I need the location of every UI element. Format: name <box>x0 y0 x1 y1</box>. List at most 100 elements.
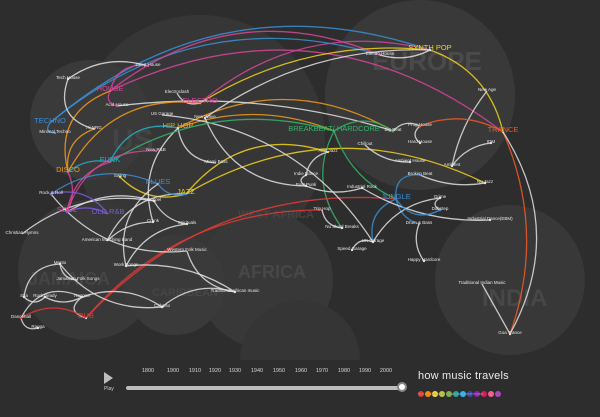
subgenre-goatrance[interactable]: Goa Trance <box>498 330 522 335</box>
genre-jazz[interactable]: JAZZ <box>177 187 195 196</box>
genre-electro[interactable]: ELECTRO <box>182 96 218 105</box>
subgenre-usgarage[interactable]: US Garage <box>151 111 174 116</box>
subgenre-brokenbeat[interactable]: Broken Beat <box>408 171 434 176</box>
timeline-year: 1950 <box>272 368 286 374</box>
edge-arrowhead <box>418 124 422 128</box>
timeline-slider[interactable] <box>126 382 407 392</box>
edge-postpunk-to-newwave <box>204 117 307 187</box>
color-dot <box>432 391 438 397</box>
subgenre-electroclash[interactable]: Electroclash <box>165 89 190 94</box>
edge-jungle-to-brokenbeat <box>395 174 421 200</box>
subgenre-marching[interactable]: American Marching Band <box>82 237 133 242</box>
edge-electrohouse-to-synthpop <box>379 49 431 59</box>
edge-arrowhead <box>198 101 202 105</box>
subgenre-acidjazz[interactable]: Acid Jazz <box>318 148 338 153</box>
subgenre-techhouse[interactable]: Tech House <box>56 75 80 80</box>
genre-funk[interactable]: FUNK <box>100 155 120 164</box>
subgenre-newwave[interactable]: New Wave <box>194 114 216 119</box>
subgenre-crunk[interactable]: Crunk <box>147 218 160 223</box>
play-button[interactable] <box>104 372 113 384</box>
edge-arrowhead <box>488 218 492 222</box>
subgenre-spirituals[interactable]: Spirituals <box>178 220 197 225</box>
subgenre-speedgarage[interactable]: Speed Garage <box>337 246 367 251</box>
subgenre-triphop[interactable]: Trip Hop <box>313 206 331 211</box>
subgenre-westernfolk[interactable]: Western Folk Music <box>167 247 207 252</box>
timeline-handle[interactable] <box>397 382 407 392</box>
edge-tradindian-to-goatrance <box>481 283 511 335</box>
subgenre-industrialdance[interactable]: Industrial Dance(EBM) <box>467 216 513 221</box>
edge-dub-to-jungle <box>85 196 397 319</box>
subgenre-drumbass[interactable]: Drum & Bass <box>406 220 433 225</box>
subgenre-deephouse[interactable]: Deep House <box>135 62 161 67</box>
subgenre-electrohouse[interactable]: Electro House <box>366 51 395 56</box>
edge-hinrg-to-techhouse <box>63 78 95 130</box>
edge-industrialrock-to-industrialdance <box>361 187 491 221</box>
edge-breakbeat-to-bigbeat <box>333 120 394 132</box>
subgenre-ska[interactable]: Ska <box>20 293 28 298</box>
subgenre-reggae[interactable]: Reggae <box>74 293 90 298</box>
subgenre-ambienthouse[interactable]: Ambient House <box>395 158 426 163</box>
edge-grime-to-dubstep <box>434 197 441 211</box>
subgenre-ragga[interactable]: Ragga <box>31 324 45 329</box>
genre-oldrnb[interactable]: OLD R&B <box>92 207 125 216</box>
subgenre-ukgarage[interactable]: UK Garage <box>362 238 385 243</box>
subgenre-dancehall[interactable]: Dancehall <box>11 314 31 319</box>
subgenre-newage[interactable]: New Age <box>478 87 497 92</box>
subgenre-indiedance[interactable]: Indie Dance <box>294 171 319 176</box>
subgenre-idm[interactable]: IDM <box>487 139 496 144</box>
subgenre-nujazz[interactable]: Nu Jazz <box>477 179 494 184</box>
subgenre-acidhouse[interactable]: Acid House <box>105 102 129 107</box>
subgenre-tradindian[interactable]: Traditional Indian Music <box>458 280 506 285</box>
edge-worksongs-to-blues <box>122 183 159 267</box>
edge-gospel-to-soul <box>66 195 155 213</box>
subgenre-mento[interactable]: Mento <box>54 260 67 265</box>
genre-techno[interactable]: TECHNO <box>34 116 66 125</box>
subgenre-tradafrican[interactable]: Traditional African music <box>211 288 261 293</box>
subgenre-grime[interactable]: Grime <box>434 194 447 199</box>
subgenre-nuskool[interactable]: Nu Skool Breaks <box>325 224 359 229</box>
subgenre-worksongs[interactable]: Work Songs <box>114 262 139 267</box>
edge-ukgarage-to-speedgarage <box>351 239 374 251</box>
subgenre-rocksteady[interactable]: Rocksteady <box>33 293 57 298</box>
subgenre-industrialrock[interactable]: Industrial Rock <box>347 184 378 189</box>
subgenre-hinrg[interactable]: Hi NRG <box>86 125 102 130</box>
edge-arrowhead <box>160 305 164 309</box>
genre-soul[interactable]: SOUL <box>57 205 77 214</box>
subgenre-jamfolk[interactable]: Jamaican Folk Songs <box>56 276 100 281</box>
subgenre-minimaltechno[interactable]: Minimal Techno <box>39 129 71 134</box>
color-dot <box>446 391 452 397</box>
genre-breakbeat[interactable]: BREAKBEAT/ HARDCORE <box>288 124 380 133</box>
subgenre-christian[interactable]: Christian Hymns <box>5 230 39 235</box>
edge-jungle-to-drumbass <box>395 198 420 225</box>
subgenre-hardhouse[interactable]: Hard House <box>408 139 433 144</box>
subgenre-newrnb[interactable]: New R&B <box>146 147 166 152</box>
edge-westernfolk-to-rockroll <box>50 193 188 253</box>
genre-dub[interactable]: DUB <box>78 311 94 320</box>
subgenre-swing[interactable]: Swing <box>114 173 127 178</box>
edge-techno-to-minimaltechno <box>47 122 56 134</box>
subgenre-chillout[interactable]: Chillout <box>357 141 373 146</box>
genre-jungle[interactable]: JUNGLE <box>381 192 411 201</box>
genre-disco[interactable]: DISCO <box>56 165 80 174</box>
subgenre-gospel[interactable]: Gospel <box>147 197 161 202</box>
genre-trance[interactable]: TRANCE <box>488 125 519 134</box>
subgenre-ambient[interactable]: Ambient <box>444 162 461 167</box>
genre-hiphop[interactable]: HIP HOP <box>163 121 194 130</box>
genre-house[interactable]: HOUSE <box>97 84 124 93</box>
genre-blues[interactable]: BLUES <box>146 177 171 186</box>
subgenre-miamibass[interactable]: Miami Bass <box>204 159 228 164</box>
timeline-year: 1990 <box>358 368 372 374</box>
subgenre-rockroll[interactable]: Rock & Roll <box>39 190 63 195</box>
subgenre-happyhardcore[interactable]: Happy Hardcore <box>408 257 441 262</box>
subgenre-proghouse[interactable]: Prog House <box>408 122 432 127</box>
subgenre-bigbeat[interactable]: Big Beat <box>384 127 402 132</box>
subgenre-postpunk[interactable]: Post Punk <box>296 182 317 187</box>
subgenre-dubstep[interactable]: Dubstep <box>432 206 449 211</box>
genre-synthpop[interactable]: SYNTH POP <box>408 43 451 52</box>
edge-mento-to-ska <box>23 263 61 298</box>
edge-blues-to-jazz <box>157 183 187 196</box>
influence-edges <box>19 25 538 336</box>
subgenre-calypso[interactable]: Calypso <box>154 303 171 308</box>
